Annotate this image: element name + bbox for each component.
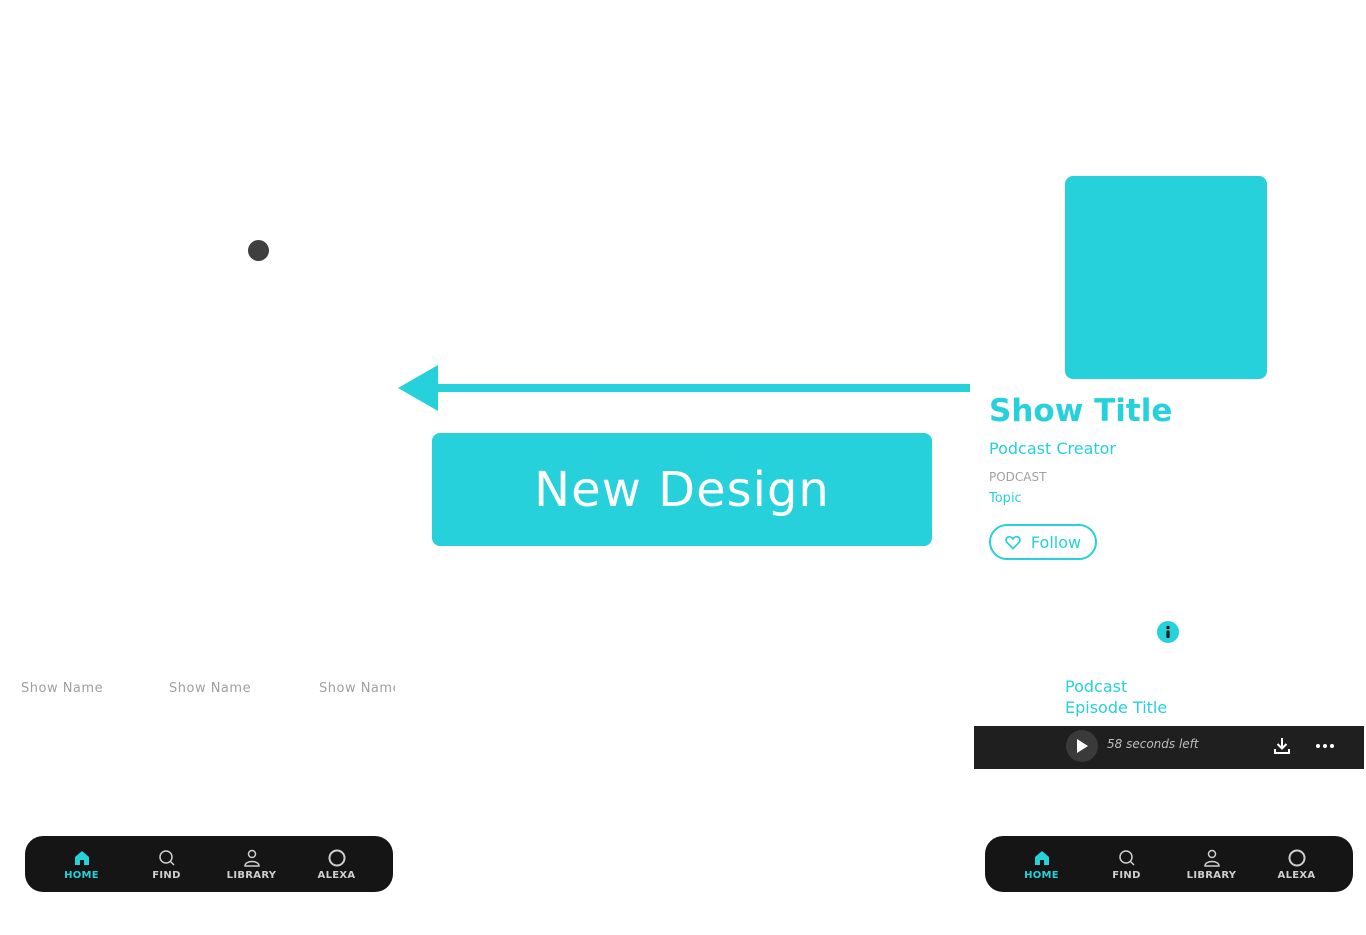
heart-icon [1005,535,1021,550]
download-glyph [1274,738,1290,754]
episode-title-line2: Episode Title [1065,698,1168,717]
nav-find-label: FIND [152,869,181,881]
nav-home[interactable]: HOME [1007,848,1077,881]
arrow-left-icon [398,365,438,411]
home-icon [74,850,89,865]
show-name-label[interactable]: Show Name [169,681,252,696]
info-icon[interactable] [1157,621,1179,643]
nav-home-label: HOME [1024,869,1059,881]
ellipsis-glyph [1316,744,1334,748]
nav-find-label: FIND [1112,869,1141,881]
show-title: Show Title [989,393,1173,429]
show-cover-art[interactable] [1065,176,1267,379]
arrow-shaft [430,384,970,392]
follow-label: Follow [1030,532,1082,552]
person-icon [243,849,260,867]
banner-label: New Design [534,461,830,518]
bottom-nav-left: HOME FIND LIBRARY ALEXA [25,836,393,892]
search-icon [1118,849,1135,866]
content-type-label: PODCAST [989,470,1047,484]
nav-library[interactable]: LIBRARY [1177,848,1247,881]
mini-player [974,726,1364,769]
indicator-dot [248,240,269,261]
download-icon[interactable] [1272,736,1292,756]
follow-button[interactable]: Follow [989,524,1097,560]
episode-title[interactable]: Podcast Episode Title [1065,676,1167,718]
episode-title-line1: Podcast [1065,677,1128,696]
nav-find[interactable]: FIND [132,848,202,881]
topic-link[interactable]: Topic [989,491,1022,506]
nav-library-label: LIBRARY [1186,869,1237,881]
time-remaining: 58 seconds left [1107,737,1199,751]
nav-alexa-label: ALEXA [317,869,356,881]
show-name-label[interactable]: Show Name [319,681,395,696]
show-name-row: Show Name Show Name Show Name [0,670,395,710]
nav-library-label: LIBRARY [226,869,277,881]
alexa-ring-icon [328,849,345,866]
nav-home[interactable]: HOME [47,848,117,881]
nav-alexa[interactable]: ALEXA [1262,848,1332,881]
podcast-creator-link[interactable]: Podcast Creator [989,439,1117,458]
nav-find[interactable]: FIND [1092,848,1162,881]
nav-home-label: HOME [64,869,99,881]
new-design-banner: New Design [432,433,932,546]
nav-alexa-label: ALEXA [1277,869,1316,881]
alexa-ring-icon [1288,849,1305,866]
person-icon [1203,849,1220,867]
show-name-label[interactable]: Show Name [21,681,104,696]
home-icon [1034,850,1049,865]
nav-alexa[interactable]: ALEXA [302,848,372,881]
play-button[interactable] [1066,730,1098,762]
info-glyph [1166,625,1170,638]
nav-library[interactable]: LIBRARY [217,848,287,881]
search-icon [158,849,175,866]
play-icon [1077,739,1088,753]
more-options-icon[interactable] [1314,736,1336,756]
bottom-nav-right: HOME FIND LIBRARY ALEXA [985,836,1353,892]
